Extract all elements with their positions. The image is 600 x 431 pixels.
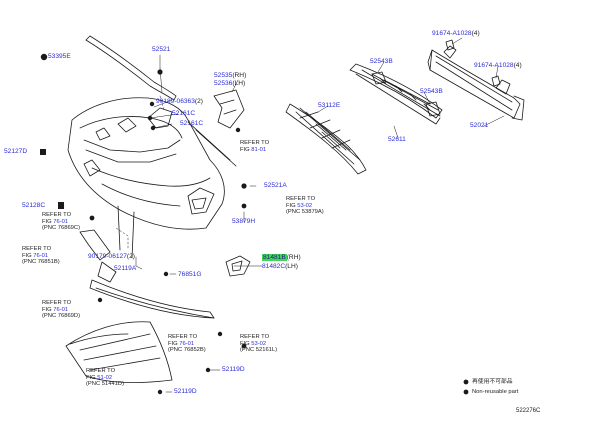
part-label-52128c[interactable]: 52128C bbox=[22, 202, 46, 209]
part-label-52119a[interactable]: 52119A bbox=[114, 265, 137, 272]
part-label-53112e[interactable]: 53112E bbox=[318, 102, 341, 109]
part-label-52543b-a[interactable]: 52543B bbox=[370, 58, 393, 65]
legend-non-reusable-en: Non-reusable part bbox=[472, 389, 519, 395]
legend-non-reusable-jp: 再使用不可部品 bbox=[472, 379, 513, 385]
part-label-81482c[interactable]: 81482C(LH) bbox=[262, 263, 298, 270]
part-label-52161c-a[interactable]: 52161C bbox=[172, 110, 196, 117]
refer-note-76-01-a[interactable]: REFER TO FIG 76-01 (PNC 76869C) bbox=[42, 212, 81, 232]
upper-retainer-strip bbox=[40, 35, 177, 101]
part-label-52021[interactable]: 52021 bbox=[470, 122, 489, 129]
part-label-91674-a1028-a[interactable]: 91674-A1028(4) bbox=[432, 30, 480, 37]
part-label-81481b[interactable]: 81481B(RH) bbox=[262, 254, 301, 261]
part-label-90179-06127[interactable]: 90179-06127(2) bbox=[88, 253, 135, 260]
part-label-52543b-b[interactable]: 52543B bbox=[420, 88, 443, 95]
refer-note-51-02[interactable]: REFER TO FIG 51-02 (PNC 51441D) bbox=[86, 368, 125, 388]
part-label-52521a[interactable]: 52521A bbox=[264, 182, 287, 189]
fastener-clip bbox=[40, 69, 247, 395]
engine-under-cover bbox=[65, 321, 173, 384]
refer-note-76-01-b[interactable]: REFER TO FIG 76-01 (PNC 76851B) bbox=[22, 246, 60, 266]
lower-lip-spoiler bbox=[89, 279, 215, 319]
part-label-91674-a1028-b[interactable]: 91674-A1028(4) bbox=[474, 62, 522, 69]
bumper-reinforcement bbox=[427, 45, 525, 121]
part-label-53395e[interactable]: 53395E bbox=[48, 53, 71, 60]
diagram-code: 522276C bbox=[516, 408, 541, 414]
part-label-52535[interactable]: 52535(RH) bbox=[214, 72, 247, 79]
refer-note-81-01[interactable]: REFER TO FIG 81-01 bbox=[240, 140, 270, 153]
part-label-52127d[interactable]: 52127D bbox=[4, 148, 28, 155]
refer-note-76-01-c[interactable]: REFER TO FIG 76-01 (PNC 76869D) bbox=[42, 300, 81, 320]
bumper-side-bracket bbox=[213, 89, 245, 129]
bumper-pad bbox=[371, 71, 441, 117]
fog-lamp-bezel bbox=[225, 255, 251, 277]
non-reusable-symbol bbox=[463, 379, 469, 395]
part-label-52119d-a[interactable]: 52119D bbox=[222, 366, 245, 373]
front-bumper-cover bbox=[67, 97, 237, 259]
refer-note-53-02-a[interactable]: REFER TO FIG 53-02 (PNC 53879A) bbox=[286, 196, 324, 216]
part-label-52521[interactable]: 52521 bbox=[152, 46, 171, 53]
part-label-53879h[interactable]: 53879H bbox=[232, 218, 256, 225]
part-label-52119d-b[interactable]: 52119D bbox=[174, 388, 197, 395]
refer-note-53-02-b[interactable]: REFER TO FIG 53-02 (PNC 52161L) bbox=[240, 334, 278, 354]
part-label-76851g[interactable]: 76851G bbox=[178, 271, 202, 278]
part-label-52161c-b[interactable]: 52161C bbox=[180, 120, 204, 127]
part-label-52611[interactable]: 52611 bbox=[388, 136, 406, 143]
part-label-90189-06363[interactable]: 90189-06363(2) bbox=[156, 98, 203, 105]
leader-lines bbox=[41, 37, 505, 393]
lower-radiator-grille bbox=[285, 103, 367, 175]
side-mudguard-strip bbox=[79, 229, 117, 283]
part-label-52536[interactable]: 52536(LH) bbox=[214, 80, 246, 87]
refer-note-76-01-d[interactable]: REFER TO FIG 76-01 (PNC 76852B) bbox=[168, 334, 206, 354]
